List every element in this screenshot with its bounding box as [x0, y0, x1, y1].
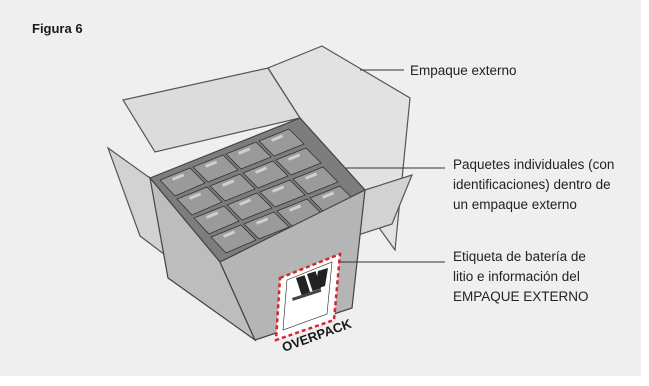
package: [243, 211, 290, 240]
package: [209, 173, 256, 202]
package: [192, 154, 239, 183]
callout-outer-pack-text: Empaque externo: [410, 63, 517, 78]
individual-packages: [159, 128, 356, 254]
package: [193, 205, 240, 235]
package: [226, 192, 273, 221]
callout-line: litio e información del: [453, 269, 580, 284]
battery-label: [274, 252, 342, 342]
figure-title: Figura 6: [32, 21, 83, 36]
box-illustration: OVERPACK: [106, 45, 445, 355]
callout-battery-label: Etiqueta de batería de litio e informaci…: [453, 247, 589, 307]
callout-line: EMPAQUE EXTERNO: [453, 289, 589, 304]
callout-line: Paquetes individuales (con: [453, 157, 615, 172]
callout-line: Etiqueta de batería de: [453, 249, 586, 264]
package: [242, 160, 289, 189]
package: [275, 147, 322, 176]
callout-line: un empaque externo: [453, 197, 577, 212]
package: [159, 167, 206, 197]
package: [210, 224, 257, 254]
package: [225, 141, 272, 170]
callout-outer-pack: Empaque externo: [410, 61, 517, 81]
figure-panel: Figura 6: [0, 0, 641, 376]
package: [176, 186, 223, 216]
callout-individual-packages: Paquetes individuales (con identificacio…: [453, 155, 614, 215]
package: [258, 128, 305, 157]
package: [259, 179, 306, 208]
package: [292, 166, 339, 195]
callout-line: identificaciones) dentro de: [453, 177, 611, 192]
